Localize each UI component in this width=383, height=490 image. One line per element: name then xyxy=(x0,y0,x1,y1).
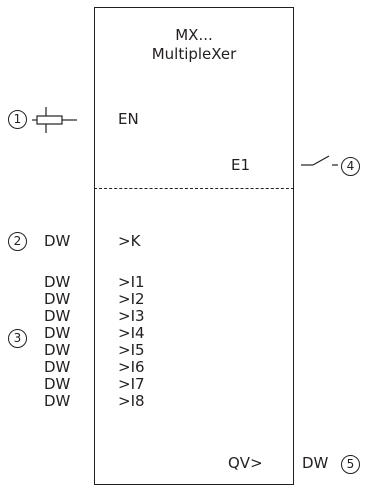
data-type-label-6: DW xyxy=(44,358,71,376)
section-divider xyxy=(94,188,294,189)
input-i3-label: >I3 xyxy=(118,307,145,325)
selector-type-label: DW xyxy=(44,232,71,250)
callout-5: 5 xyxy=(341,455,360,474)
data-type-label-8: DW xyxy=(44,392,71,410)
block-title: MX... xyxy=(175,26,213,44)
input-i6-label: >I6 xyxy=(118,358,145,376)
block-subtitle: MultipleXer xyxy=(151,45,237,63)
data-type-label-5: DW xyxy=(44,341,71,359)
callout-2: 2 xyxy=(8,232,27,251)
output-e1-label: E1 xyxy=(231,156,251,174)
input-i5-label: >I5 xyxy=(118,341,145,359)
input-k-label: >K xyxy=(118,232,141,250)
input-i4-label: >I4 xyxy=(118,324,145,342)
input-i8-label: >I8 xyxy=(118,392,145,410)
input-en-label: EN xyxy=(118,110,139,128)
callout-1: 1 xyxy=(8,110,27,129)
input-i1-label: >I1 xyxy=(118,273,145,291)
callout-4: 4 xyxy=(341,157,360,176)
input-i2-label: >I2 xyxy=(118,290,145,308)
data-type-label-4: DW xyxy=(44,324,71,342)
data-type-label-2: DW xyxy=(44,290,71,308)
data-type-label-1: DW xyxy=(44,273,71,291)
input-i7-label: >I7 xyxy=(118,375,145,393)
function-block-frame xyxy=(94,7,294,485)
contact-icon xyxy=(301,155,338,166)
callout-3: 3 xyxy=(8,329,27,348)
output-qv-label: QV> xyxy=(228,454,263,472)
data-type-label-3: DW xyxy=(44,307,71,325)
coil-icon xyxy=(32,107,77,133)
output-type-label: DW xyxy=(302,454,329,472)
data-type-label-7: DW xyxy=(44,375,71,393)
